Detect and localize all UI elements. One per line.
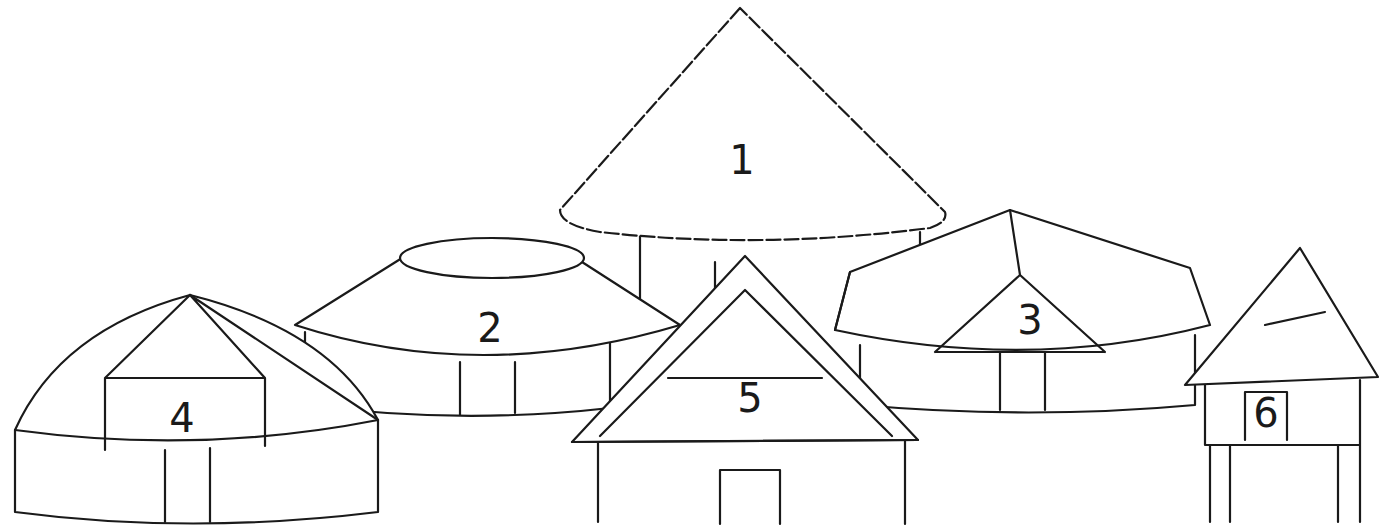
callout-number: 3 [1015,300,1044,340]
roof-lines [835,210,1105,352]
stilt-roof [1185,248,1378,385]
yurt-roof [15,295,378,440]
callout-number: 6 [1251,393,1280,433]
roof-lines [572,290,918,442]
roof-lines [1245,312,1325,440]
hut-door [460,362,515,415]
hipped-roof [835,210,1210,350]
callout-number: 1 [727,140,756,180]
hut-wall [1205,380,1360,522]
callout-number: 5 [735,378,764,418]
roof-top [400,238,584,278]
callout-number: 4 [167,398,196,438]
roof-lines [105,295,378,522]
hut-door [1000,352,1045,410]
conical-roof [560,8,945,240]
hut-wall [598,440,905,524]
gable-roof [572,256,918,442]
callout-number: 2 [475,308,504,348]
